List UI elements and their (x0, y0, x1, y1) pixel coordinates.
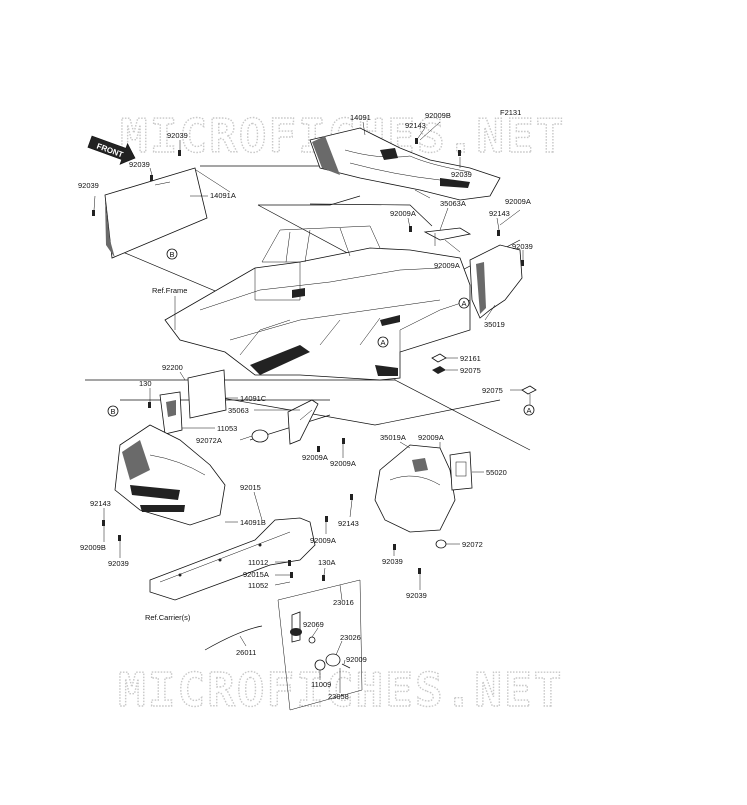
label-92200: 92200 (162, 363, 183, 372)
label-11012: 11012 (248, 558, 268, 567)
callout-b-left (107, 405, 119, 417)
label-55020: 55020 (486, 468, 507, 477)
callout-a-frame-label: A (381, 338, 386, 347)
bracket-35063 (287, 399, 319, 445)
ref-carrier-label: Ref.Carrier(s) (145, 613, 191, 622)
label-23026: 23026 (340, 633, 361, 642)
fender-35019 (469, 244, 523, 319)
label-92039-right: 92039 (512, 242, 533, 251)
bracket-35063a (423, 227, 472, 246)
label-23058: 23058 (328, 692, 349, 701)
callout-a-mid-label: A (462, 299, 467, 308)
label-35063a: 35063A (440, 199, 466, 208)
fasteners (92, 138, 524, 581)
label-35019a: 35019A (380, 433, 406, 442)
label-92039-left3: 92039 (78, 181, 99, 190)
bracket-11053 (159, 391, 183, 435)
callout-b-top (166, 248, 178, 260)
label-130a: 130A (318, 558, 336, 567)
label-92009a-f: 92009A (418, 433, 444, 442)
label-92009a-b: 92009A (505, 197, 531, 206)
leader-lines (93, 121, 531, 693)
label-92072a: 92072A (196, 436, 222, 445)
cable-26011 (204, 625, 263, 651)
label-92075-b: 92075 (482, 386, 503, 395)
callout-a-right-label: A (527, 406, 532, 415)
callout-a-frame (377, 336, 389, 348)
clamp-92072a (251, 429, 269, 443)
label-92161: 92161 (460, 354, 481, 363)
clamp-92072 (435, 539, 447, 549)
part-labels: 14091 92009B 92143 92039 92039 92039 140… (78, 111, 533, 701)
label-92069: 92069 (303, 620, 324, 629)
label-11052: 11052 (248, 581, 268, 590)
watermark-bottom: MICROFICHES.NET (118, 663, 563, 717)
cover-14091 (309, 127, 501, 201)
label-92009a-e: 92009A (330, 459, 356, 468)
fender-35019a (374, 444, 456, 533)
panel-14091a (104, 167, 231, 259)
label-92009b-top: 92009B (425, 111, 451, 120)
label-14091: 14091 (350, 113, 371, 122)
label-92143-top: 92143 (405, 121, 426, 130)
label-92143-left: 92143 (90, 499, 111, 508)
label-26011: 26011 (236, 648, 256, 657)
ref-frame-label: Ref.Frame (152, 286, 187, 295)
label-11053: 11053 (217, 424, 237, 433)
diagram-code: F2131 (500, 108, 521, 117)
label-92009a-c: 92009A (434, 261, 460, 270)
washers-92161 (431, 353, 537, 395)
label-92039-m2: 92039 (406, 591, 427, 600)
cover-14091b (114, 424, 226, 526)
frame-assembly (164, 225, 471, 381)
bracket-55020 (449, 451, 473, 491)
label-14091b: 14091B (240, 518, 266, 527)
label-92009b-left: 92009B (80, 543, 106, 552)
label-92009a-d: 92009A (302, 453, 328, 462)
callout-b-left-label: B (111, 407, 116, 416)
harness-box-23016 (277, 579, 363, 711)
label-92143-mid: 92143 (338, 519, 359, 528)
callout-b-top-label: B (170, 250, 175, 259)
callout-a-right (523, 404, 535, 416)
label-11009: 11009 (311, 680, 331, 689)
label-92039-left2: 92039 (129, 160, 150, 169)
label-92039-top-right: 92039 (451, 170, 472, 179)
label-92072: 92072 (462, 540, 483, 549)
panel-14091c (187, 369, 227, 419)
label-92015a: 92015A (243, 570, 269, 579)
label-92039-bl: 92039 (108, 559, 129, 568)
label-92039-top-left: 92039 (167, 131, 188, 140)
label-92015: 92015 (240, 483, 261, 492)
label-92009a-a: 92009A (390, 209, 416, 218)
callout-a-mid (458, 297, 470, 309)
label-14091c: 14091C (240, 394, 267, 403)
label-92039-m1: 92039 (382, 557, 403, 566)
carrier-rail (149, 517, 316, 601)
label-130: 130 (139, 379, 152, 388)
label-92009: 92009 (346, 655, 367, 664)
label-35019: 35019 (484, 320, 505, 329)
label-23016: 23016 (333, 598, 354, 607)
label-92075-a: 92075 (460, 366, 481, 375)
label-92143-right: 92143 (489, 209, 510, 218)
label-35063: 35063 (228, 406, 249, 415)
label-92009a-g: 92009A (310, 536, 336, 545)
label-14091a: 14091A (210, 191, 236, 200)
